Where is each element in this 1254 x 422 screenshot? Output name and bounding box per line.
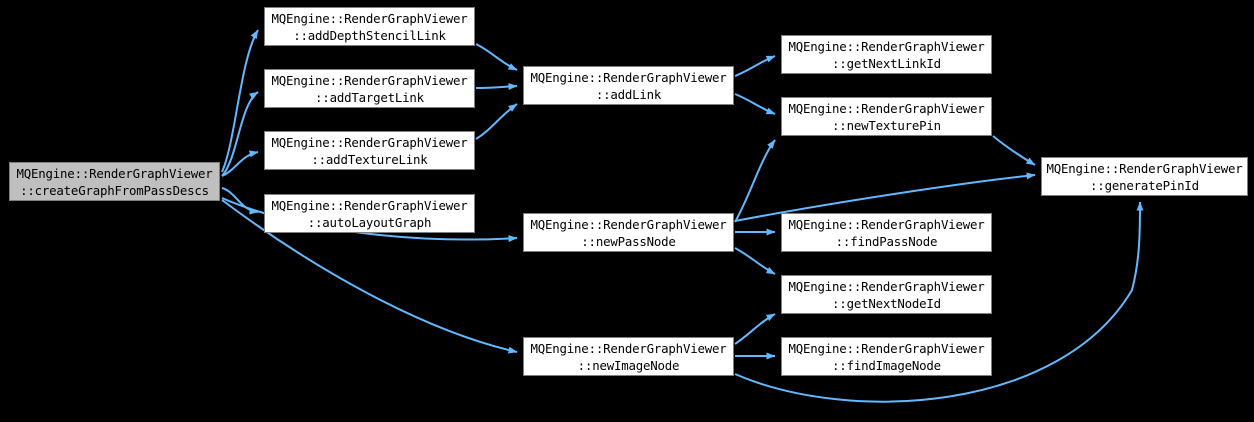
edge-newPassNode-to-generatePinId: [734, 172, 1036, 222]
edge-addDepthStencilLink-to-addLink: [475, 43, 518, 71]
node-getNextNodeId[interactable]: MQEngine::RenderGraphViewer::getNextNode…: [781, 275, 992, 314]
node-label-method: ::addTextureLink: [311, 151, 428, 167]
node-label-namespace: MQEngine::RenderGraphViewer: [788, 216, 985, 232]
node-label-method: ::autoLayoutGraph: [307, 214, 432, 230]
node-label-namespace: MQEngine::RenderGraphViewer: [530, 69, 727, 85]
node-findPassNode[interactable]: MQEngine::RenderGraphViewer::findPassNod…: [781, 213, 992, 252]
node-label-namespace: MQEngine::RenderGraphViewer: [271, 10, 468, 26]
node-label-namespace: MQEngine::RenderGraphViewer: [530, 216, 727, 232]
edge-newPassNode-to-newTexturePin: [734, 139, 776, 223]
edge-addTextureLink-to-addLink: [475, 103, 518, 140]
node-label-method: ::getNextNodeId: [832, 295, 941, 311]
node-createGraphFromPassDescs[interactable]: MQEngine::RenderGraphViewer::createGraph…: [9, 162, 220, 201]
node-addTargetLink[interactable]: MQEngine::RenderGraphViewer::addTargetLi…: [264, 69, 475, 108]
node-label-method: ::getNextLinkId: [832, 55, 941, 71]
node-label-method: ::newTexturePin: [832, 117, 941, 133]
edge-addTargetLink-to-addLink: [475, 83, 518, 90]
node-label-namespace: MQEngine::RenderGraphViewer: [16, 165, 213, 181]
edge-newImageNode-to-getNextNodeId: [734, 313, 776, 345]
edge-createGraphFromPassDescs-to-newPassNode: [221, 197, 518, 243]
node-label-method: ::createGraphFromPassDescs: [20, 182, 209, 198]
node-generatePinId[interactable]: MQEngine::RenderGraphViewer::generatePin…: [1041, 157, 1248, 196]
node-label-namespace: MQEngine::RenderGraphViewer: [271, 72, 468, 88]
node-label-method: ::findImageNode: [832, 357, 941, 373]
node-addLink[interactable]: MQEngine::RenderGraphViewer::addLink: [523, 66, 734, 105]
node-getNextLinkId[interactable]: MQEngine::RenderGraphViewer::getNextLink…: [781, 35, 992, 74]
node-label-namespace: MQEngine::RenderGraphViewer: [788, 100, 985, 116]
node-label-method: ::newImageNode: [577, 357, 680, 373]
node-label-method: ::addTargetLink: [315, 89, 424, 105]
edge-addLink-to-newTexturePin: [734, 93, 776, 115]
edge-addLink-to-getNextLinkId: [734, 55, 776, 77]
node-findImageNode[interactable]: MQEngine::RenderGraphViewer::findImageNo…: [781, 337, 992, 376]
node-label-method: ::generatePinId: [1090, 177, 1199, 193]
node-label-namespace: MQEngine::RenderGraphViewer: [271, 197, 468, 213]
node-label-namespace: MQEngine::RenderGraphViewer: [788, 340, 985, 356]
node-newImageNode[interactable]: MQEngine::RenderGraphViewer::newImageNod…: [523, 337, 734, 376]
node-autoLayoutGraph[interactable]: MQEngine::RenderGraphViewer::autoLayoutG…: [264, 194, 475, 233]
node-label-namespace: MQEngine::RenderGraphViewer: [271, 134, 468, 150]
node-label-method: ::newPassNode: [581, 233, 676, 249]
node-newPassNode[interactable]: MQEngine::RenderGraphViewer::newPassNode: [523, 213, 734, 252]
node-addTextureLink[interactable]: MQEngine::RenderGraphViewer::addTextureL…: [264, 131, 475, 170]
node-label-method: ::findPassNode: [835, 233, 938, 249]
edge-newPassNode-to-getNextNodeId: [734, 247, 776, 275]
edge-newTexturePin-to-generatePinId: [992, 135, 1036, 166]
edge-createGraphFromPassDescs-to-newImageNode: [221, 199, 518, 354]
edge-layer: [221, 29, 1144, 403]
node-label-method: ::addDepthStencilLink: [293, 27, 446, 43]
edge-createGraphFromPassDescs-to-addTextureLink: [221, 150, 259, 177]
edge-newImageNode-to-generatePinId: [734, 201, 1144, 403]
node-label-namespace: MQEngine::RenderGraphViewer: [788, 278, 985, 294]
node-addDepthStencilLink[interactable]: MQEngine::RenderGraphViewer::addDepthSte…: [264, 7, 475, 46]
node-label-namespace: MQEngine::RenderGraphViewer: [530, 340, 727, 356]
node-label-namespace: MQEngine::RenderGraphViewer: [788, 38, 985, 54]
edge-createGraphFromPassDescs-to-addTargetLink: [221, 91, 259, 177]
node-label-namespace: MQEngine::RenderGraphViewer: [1046, 160, 1243, 176]
node-label-method: ::addLink: [595, 86, 662, 102]
node-newTexturePin[interactable]: MQEngine::RenderGraphViewer::newTextureP…: [781, 97, 992, 136]
edge-createGraphFromPassDescs-to-addDepthStencilLink: [221, 29, 259, 173]
